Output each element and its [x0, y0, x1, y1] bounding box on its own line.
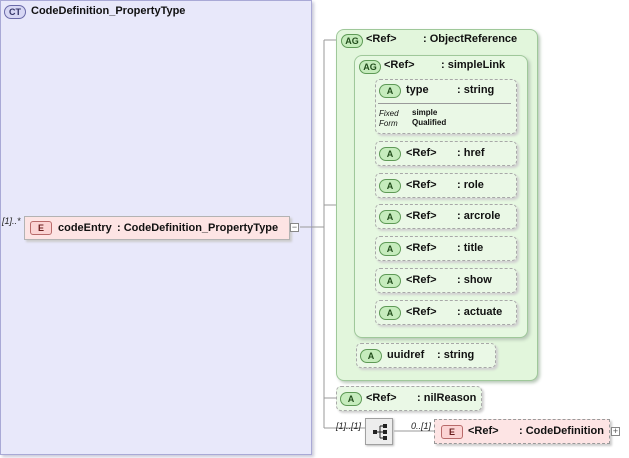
attribute-name: : role [457, 179, 484, 191]
fixed-value: simple [412, 108, 438, 117]
attribute-icon: A [379, 84, 401, 98]
sequence-icon [373, 424, 387, 440]
attribute-icon: A [379, 147, 401, 161]
root-multiplicity: [1]..* [2, 216, 21, 226]
attribute-ref: <Ref> [406, 242, 437, 254]
attribute-group-icon: AG [359, 60, 381, 74]
uuidref-name: uuidref [387, 349, 425, 361]
type-attribute[interactable]: A type : string Fixed simple Form Qualif… [375, 79, 517, 134]
form-value: Qualified [412, 118, 447, 127]
element-icon: E [441, 425, 463, 439]
child-element-ref: <Ref> [468, 425, 499, 437]
complex-type-name: CodeDefinition_PropertyType [31, 5, 186, 17]
attribute-icon: A [379, 306, 401, 320]
attribute-name: : title [457, 242, 484, 254]
attribute-ref: <Ref> [406, 147, 437, 159]
attribute-icon: A [379, 242, 401, 256]
root-element-name: codeEntry [58, 222, 112, 234]
simple-link-type: : simpleLink [441, 59, 506, 71]
object-reference-type: : ObjectReference [423, 33, 518, 45]
href-attribute[interactable]: A <Ref> : href [375, 141, 517, 166]
uuidref-attribute[interactable]: A uuidref : string [356, 343, 496, 368]
attribute-icon: A [379, 179, 401, 193]
fixed-label: Fixed [379, 109, 399, 118]
attribute-ref: <Ref> [406, 179, 437, 191]
child-multiplicity: 0..[1] [411, 421, 432, 431]
form-label: Form [379, 119, 398, 128]
child-element-box[interactable]: E <Ref> : CodeDefinition [434, 419, 610, 444]
collapse-toggle-icon[interactable]: − [290, 222, 299, 232]
nil-reason-ref: <Ref> [366, 392, 397, 404]
show-attribute[interactable]: A <Ref> : show [375, 268, 517, 293]
arcrole-attribute[interactable]: A <Ref> : arcrole [375, 204, 517, 229]
object-reference-ref: <Ref> [366, 33, 397, 45]
attribute-icon: A [379, 274, 401, 288]
attribute-name: : show [457, 274, 492, 286]
complex-type-icon: CT [4, 5, 26, 19]
nil-reason-type: : nilReason [417, 392, 477, 404]
attribute-ref: <Ref> [406, 274, 437, 286]
simple-link-ref: <Ref> [384, 59, 415, 71]
expand-toggle-icon[interactable]: + [611, 426, 620, 436]
attribute-icon: A [340, 392, 362, 406]
sequence-compositor[interactable] [365, 418, 393, 445]
child-element-type: : CodeDefinition [519, 425, 604, 437]
type-attribute-type: : string [457, 84, 495, 96]
uuidref-type: : string [437, 349, 475, 361]
title-attribute[interactable]: A <Ref> : title [375, 236, 517, 261]
divider [378, 103, 511, 104]
attribute-ref: <Ref> [406, 306, 437, 318]
attribute-name: : actuate [457, 306, 503, 318]
root-element-box[interactable]: E codeEntry : CodeDefinition_PropertyTyp… [24, 216, 290, 240]
nil-reason-attribute[interactable]: A <Ref> : nilReason [336, 386, 482, 411]
attribute-group-icon: AG [341, 34, 363, 48]
attribute-name: : arcrole [457, 210, 501, 222]
attribute-icon: A [360, 349, 382, 363]
root-element-type: : CodeDefinition_PropertyType [117, 222, 279, 234]
type-attribute-name: type [406, 84, 429, 96]
attribute-name: : href [457, 147, 485, 159]
attribute-icon: A [379, 210, 401, 224]
element-icon: E [30, 221, 52, 235]
actuate-attribute[interactable]: A <Ref> : actuate [375, 300, 517, 325]
sequence-multiplicity: [1]..[1] [336, 421, 362, 431]
role-attribute[interactable]: A <Ref> : role [375, 173, 517, 198]
attribute-ref: <Ref> [406, 210, 437, 222]
